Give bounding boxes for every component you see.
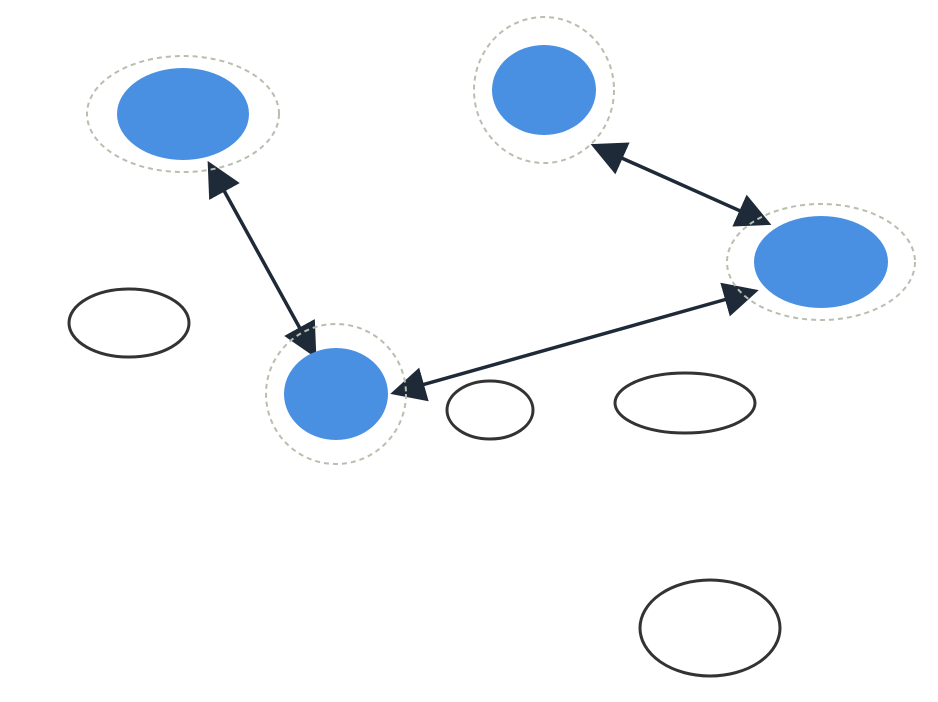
node-n5 xyxy=(67,287,191,359)
node-halo xyxy=(86,55,280,173)
edge-n3-n4-double-arrow xyxy=(390,282,759,402)
node-outline-ellipse xyxy=(445,379,535,441)
node-outline-ellipse xyxy=(613,371,757,435)
node-outline-ellipse xyxy=(638,578,782,678)
node-halo xyxy=(473,16,615,164)
node-n3 xyxy=(265,323,407,465)
node-n6 xyxy=(445,379,535,441)
node-n4 xyxy=(726,203,916,321)
nodes-layer xyxy=(67,16,916,678)
node-n7 xyxy=(613,371,757,435)
node-filled-ellipse xyxy=(117,68,249,160)
node-n2 xyxy=(473,16,615,164)
node-n8 xyxy=(638,578,782,678)
edges-layer xyxy=(207,142,772,402)
node-filled-ellipse xyxy=(284,348,388,440)
edge-n1-n3-double-arrow xyxy=(207,160,317,359)
edge-n2-n4-double-arrow xyxy=(590,142,772,227)
node-halo xyxy=(265,323,407,465)
node-n1 xyxy=(86,55,280,173)
node-outline-ellipse xyxy=(67,287,191,359)
node-filled-ellipse xyxy=(492,45,596,135)
node-filled-ellipse xyxy=(754,216,888,308)
node-halo xyxy=(726,203,916,321)
